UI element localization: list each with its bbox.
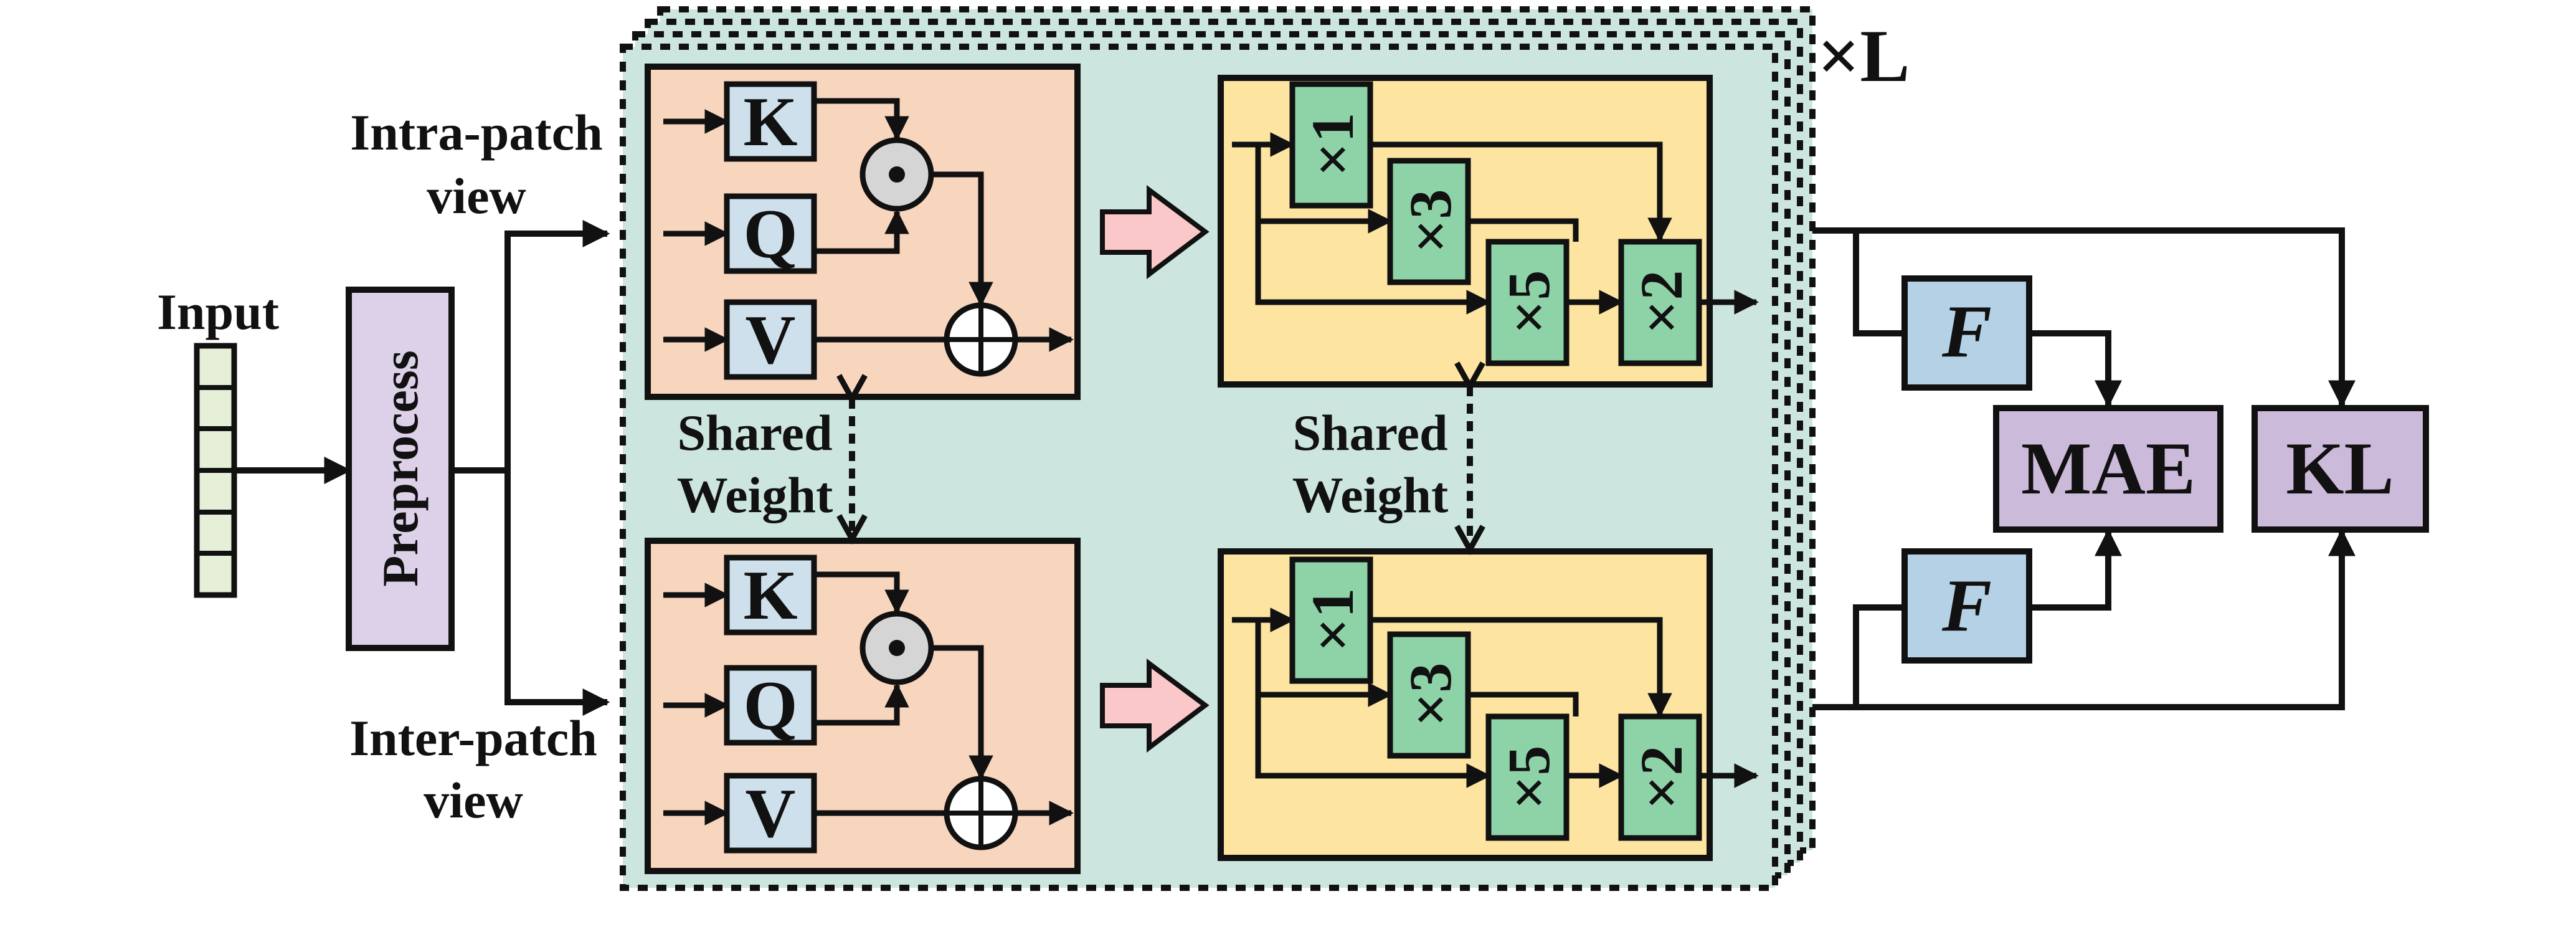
- query-box: [724, 193, 817, 274]
- value-label: V: [746, 302, 796, 379]
- attention-block-bottom: K Q V: [645, 538, 1081, 874]
- kl-label: KL: [2286, 427, 2394, 510]
- conv-k1-box: [1289, 556, 1373, 684]
- conv-k2-label: ×2: [1628, 746, 1695, 810]
- conv-k3-box: [1387, 631, 1471, 759]
- conv-k3-label: ×3: [1397, 663, 1464, 727]
- shared-weight-label-line1: Shared: [677, 404, 832, 461]
- conv-k2-box: [1618, 239, 1702, 366]
- input-sequence: [194, 343, 237, 598]
- inter-view-label-line2: view: [424, 772, 523, 829]
- transition-arrow-bottom: [1100, 659, 1210, 753]
- conv-k5-label: ×5: [1495, 746, 1562, 810]
- projection-label-bottom: F: [1941, 564, 1992, 647]
- loss-section: F F MAE KL: [1812, 227, 2429, 710]
- key-box: [724, 81, 817, 162]
- kl-box: [2252, 405, 2429, 533]
- conv-block-bottom: ×1 ×3 ×5 ×2: [1218, 548, 1759, 861]
- mae-label: MAE: [2021, 427, 2195, 510]
- mae-box: [1993, 405, 2223, 533]
- conv-k2-label: ×2: [1628, 270, 1695, 335]
- shared-weight-label-line2: Weight: [677, 467, 833, 523]
- conv-k5-label: ×5: [1495, 270, 1562, 335]
- conv-block-top: ×1 ×3 ×5 ×2: [1218, 75, 1759, 388]
- intra-view-label-line1: Intra-patch: [350, 104, 602, 161]
- query-box: [724, 665, 817, 746]
- projection-box-top: [1901, 275, 2032, 391]
- projection-box-bottom: [1901, 548, 2032, 664]
- preprocess-label: Preprocess: [372, 350, 429, 587]
- conv-k5-box: [1485, 713, 1570, 841]
- repeat-label: ×L: [1817, 14, 1910, 97]
- intra-view-label-line2: view: [427, 168, 526, 224]
- key-label: K: [743, 557, 797, 634]
- conv-k1-label: ×1: [1299, 113, 1366, 177]
- transition-arrow-top: [1100, 185, 1210, 280]
- input-label: Input: [157, 283, 279, 340]
- query-label: Q: [743, 196, 797, 273]
- conv-k3-label: ×3: [1397, 189, 1464, 254]
- query-label: Q: [743, 667, 797, 745]
- key-label: K: [743, 83, 797, 161]
- conv-k2-box: [1618, 713, 1702, 841]
- attention-block-top: K Q V: [645, 64, 1081, 400]
- value-box: [724, 299, 817, 380]
- conv-k1-box: [1289, 81, 1373, 209]
- inter-view-label-line1: Inter-patch: [349, 710, 597, 766]
- preprocess-block: Preprocess: [346, 287, 455, 651]
- shared-weight-label-line2: Weight: [1292, 467, 1449, 523]
- conv-k1-label: ×1: [1299, 588, 1366, 652]
- shared-weight-label-line1: Shared: [1292, 404, 1447, 461]
- key-box: [724, 555, 817, 635]
- projection-label-top: F: [1941, 290, 1992, 373]
- value-label: V: [746, 775, 796, 852]
